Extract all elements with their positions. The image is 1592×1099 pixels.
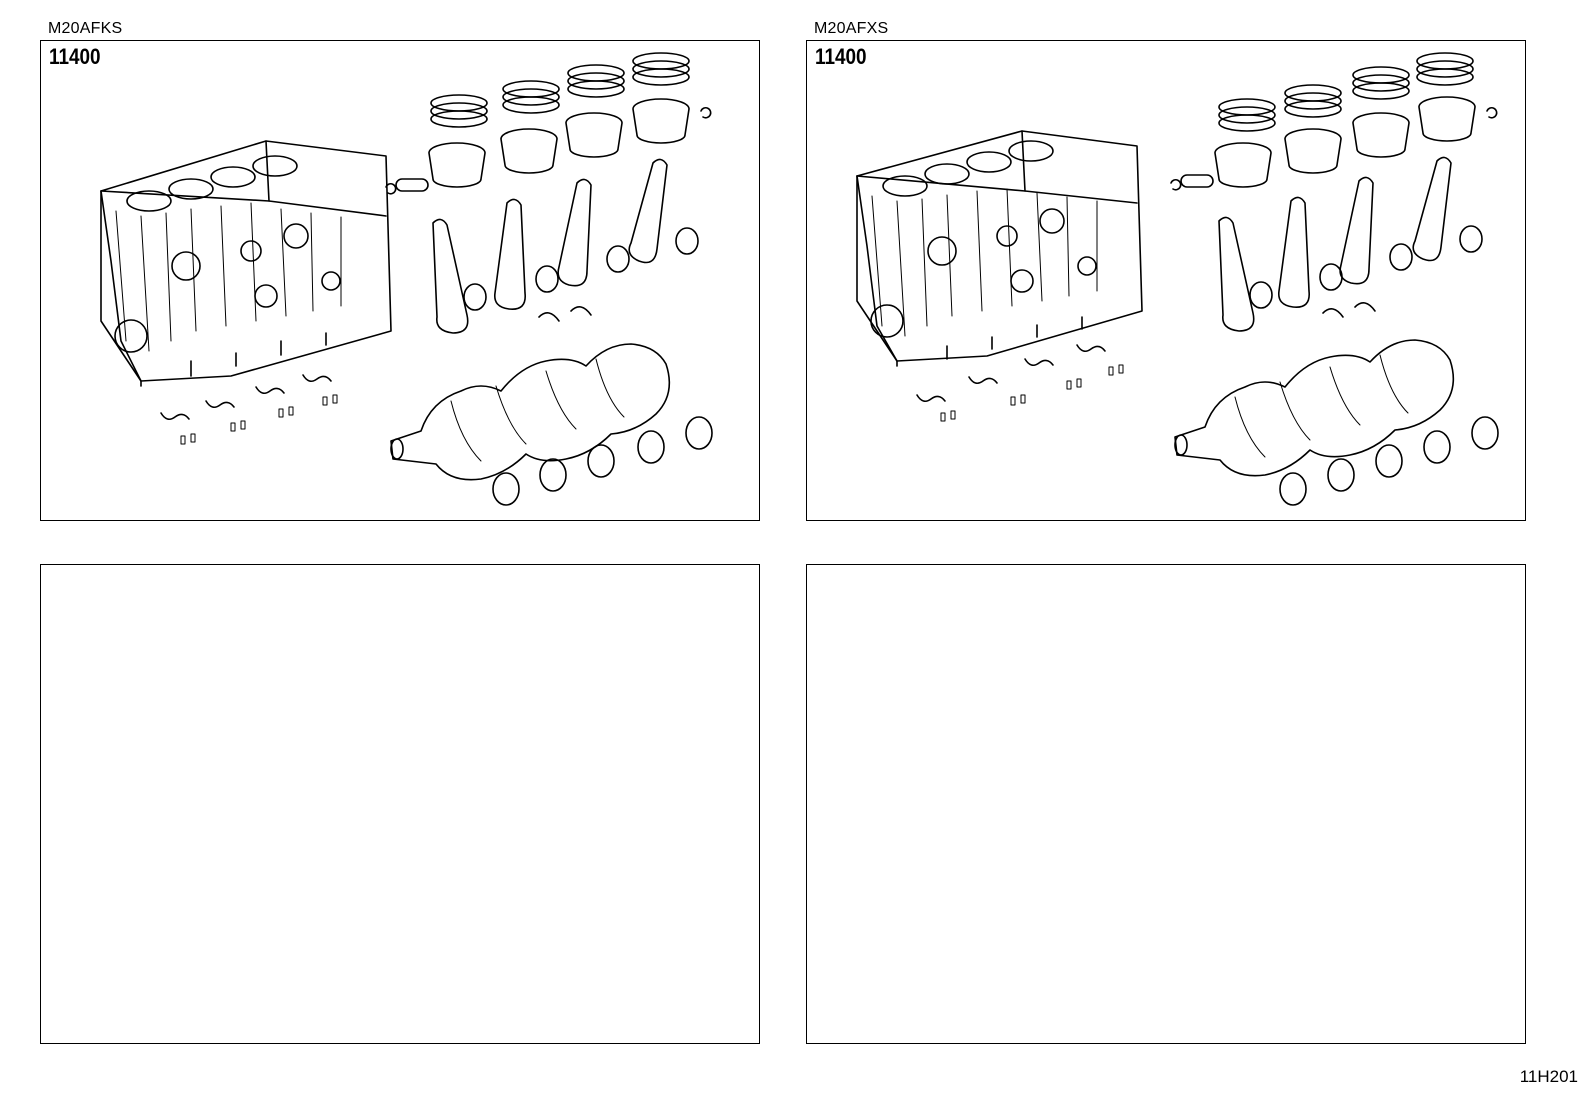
pistons-drawing xyxy=(1170,96,1498,191)
variant-label-right: M20AFXS xyxy=(814,20,889,37)
crankshaft-drawing xyxy=(390,306,671,481)
cylinder-block-drawing xyxy=(100,140,392,387)
connecting-rods-drawing xyxy=(432,158,699,334)
illustration-panel-left[interactable]: 11400 xyxy=(40,40,760,521)
empty-panel-right xyxy=(806,564,1526,1044)
sheet-code: 11H201 xyxy=(1519,1067,1578,1086)
bolt-group-drawing xyxy=(160,374,338,445)
piston-rings-drawing xyxy=(430,52,690,128)
illustration-panel-right[interactable]: 11400 xyxy=(806,40,1526,521)
cylinder-block-drawing xyxy=(856,130,1143,367)
variant-label-left: M20AFKS xyxy=(48,20,123,37)
main-bearings-drawing xyxy=(1279,416,1499,506)
empty-panel-left xyxy=(40,564,760,1044)
engine-short-block-illustration xyxy=(856,52,1499,506)
pistons-drawing xyxy=(385,98,712,195)
bolt-group-drawing xyxy=(916,344,1124,422)
piston-rings-drawing xyxy=(1218,52,1474,132)
part-code-right: 11400 xyxy=(815,44,867,69)
crankshaft-drawing xyxy=(1174,302,1455,477)
part-code-left: 11400 xyxy=(49,44,101,69)
engine-short-block-illustration xyxy=(100,52,713,506)
main-bearings-drawing xyxy=(492,416,713,506)
connecting-rods-drawing xyxy=(1218,156,1483,332)
